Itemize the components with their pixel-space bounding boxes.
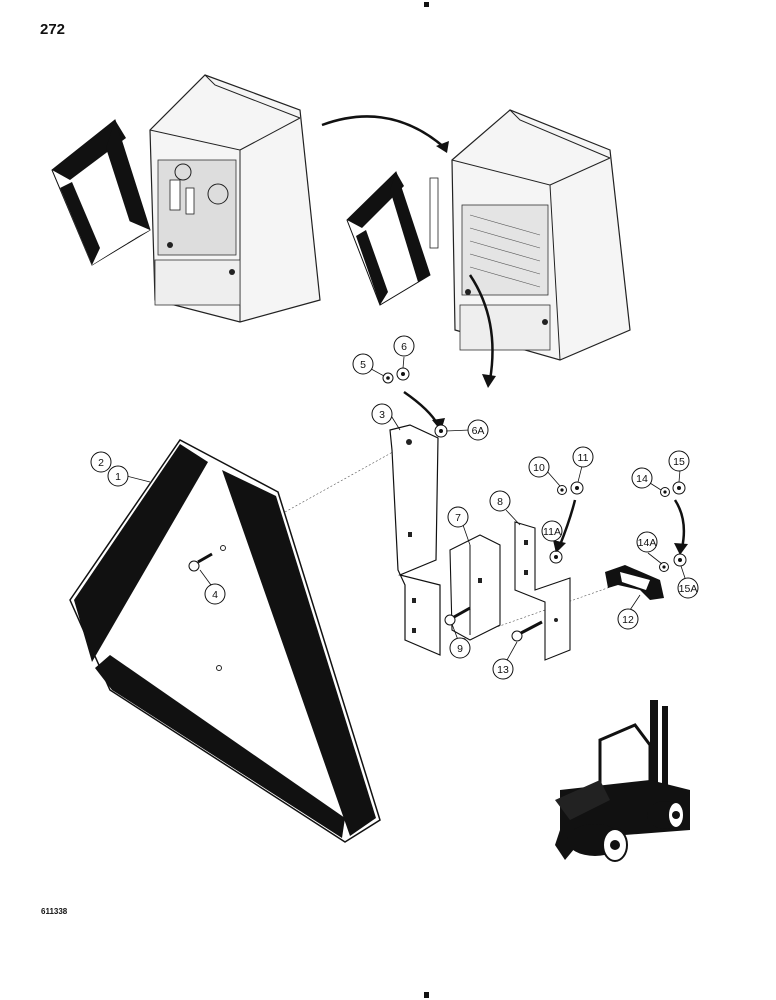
callout-label: 14 (636, 473, 648, 485)
callout-label: 6A (472, 425, 485, 437)
washer-icon (660, 487, 670, 497)
callout-label: 15A (679, 583, 698, 595)
callout-label: 2 (98, 457, 104, 469)
nut-icon (570, 481, 584, 495)
page-number: 272 (40, 21, 66, 38)
smv-emblem (69, 439, 381, 843)
washer-icon (382, 372, 394, 384)
callout: 13 (492, 658, 514, 680)
arrow-icon (558, 499, 577, 546)
bracket-icon (514, 521, 571, 661)
bolt-icon (444, 606, 471, 626)
callout-label: 11A (543, 526, 561, 538)
forklift-icon (555, 700, 690, 862)
callout: 4 (204, 583, 226, 605)
transition-arrow-icon (321, 115, 446, 149)
callout: 10 (528, 456, 550, 478)
callout: 15A (677, 577, 699, 599)
bolt-icon (511, 620, 543, 642)
callout: 6A (467, 419, 489, 441)
install-arrow-icon (468, 274, 494, 381)
registration-mark-bottom (424, 992, 429, 998)
callout-label: 6 (401, 341, 407, 353)
registration-mark-top (424, 2, 429, 7)
callout-label: 3 (379, 409, 385, 421)
nut-icon (396, 367, 410, 381)
callout: 12 (617, 608, 639, 630)
washer-icon (557, 485, 567, 495)
nut-icon (672, 481, 686, 495)
callout: 5 (352, 353, 374, 375)
callout-label: 5 (360, 359, 366, 371)
callout: 7 (447, 506, 469, 528)
nut-icon (434, 424, 448, 438)
leader-lines (110, 356, 686, 661)
clip-icon (605, 565, 664, 600)
callout-label: 4 (212, 589, 218, 601)
callout: 1 (107, 465, 129, 487)
housing-after-install (346, 109, 631, 361)
callout: 11 (572, 446, 594, 468)
nut-icon (549, 550, 563, 564)
callout-label: 7 (455, 512, 461, 524)
callout-label: 8 (497, 496, 503, 508)
arrow-icon (673, 499, 686, 549)
hinge-icon (449, 534, 501, 641)
callout-label: 9 (457, 643, 463, 655)
callout: 3 (371, 403, 393, 425)
callout-label: 10 (533, 462, 545, 474)
callout: 6 (393, 335, 415, 357)
housing-before-install (51, 74, 321, 323)
callout-label: 14A (638, 537, 657, 549)
callout-label: 15 (673, 456, 685, 468)
callout-label: 1 (115, 471, 121, 483)
nut-icon (673, 553, 687, 567)
callout: 2 (90, 451, 112, 473)
figure-id: 611338 (41, 907, 68, 916)
callout: 14A (636, 531, 658, 553)
callout-label: 11 (578, 452, 589, 464)
callout: 15 (668, 450, 690, 472)
bracket-icon (389, 424, 441, 656)
callout: 14 (631, 467, 653, 489)
washer-icon (659, 562, 669, 572)
callout: 9 (449, 637, 471, 659)
screw-icon (188, 552, 213, 572)
callout-label: 12 (622, 614, 634, 626)
callout: 8 (489, 490, 511, 512)
callout-label: 13 (497, 664, 509, 676)
callout: 11A (541, 520, 563, 542)
